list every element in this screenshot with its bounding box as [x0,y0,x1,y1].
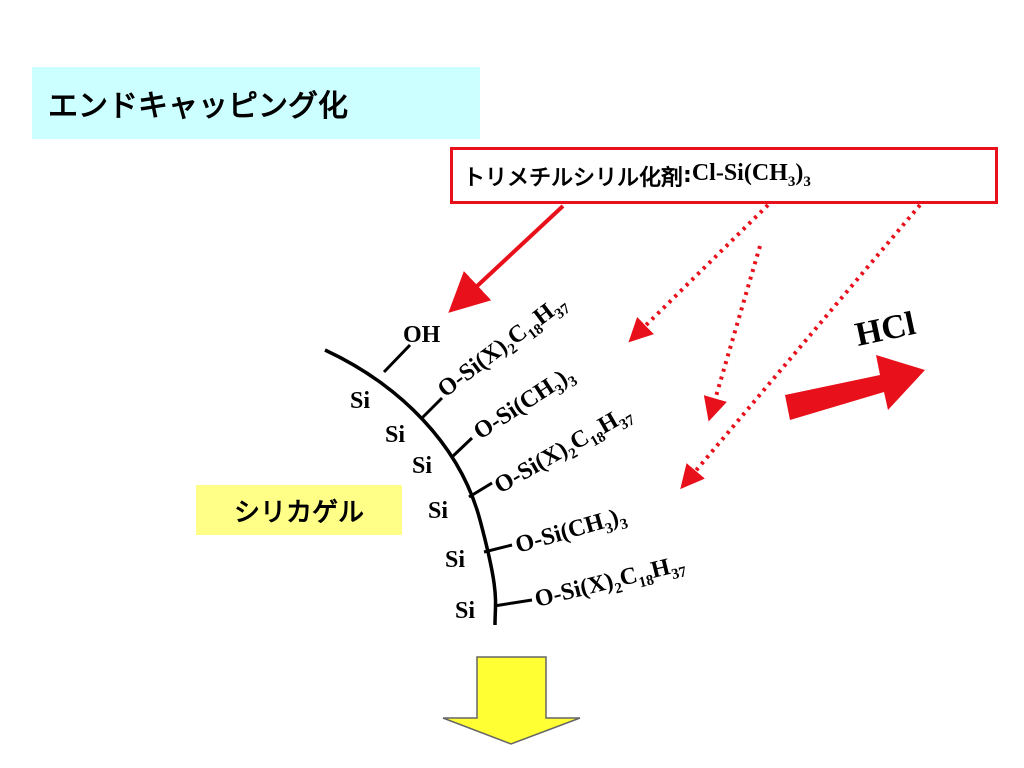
bond [420,396,444,420]
reaction-arrow-dotted [703,245,762,422]
reagent-formula: Cl-Si(CH3)3 [691,160,811,190]
reagent-separator: : [683,163,692,188]
reagent-box: トリメチルシリル化剤:Cl-Si(CH3)3 [450,147,998,204]
si-label: Si [445,547,465,573]
reagent-label: トリメチルシリル化剤 [463,165,684,191]
surface-group-tms: O-Si(CH3)3 [512,502,630,562]
si-label: Si [385,422,405,448]
reaction-arrow-dotted [628,203,770,343]
page-title: エンドキャッピング化 [32,67,480,139]
byproduct-label: HCl [852,305,919,354]
si-label: Si [428,498,448,524]
bond [450,436,474,459]
bond [468,481,493,499]
byproduct-release-arrow [785,355,925,420]
bond [483,543,513,554]
reaction-arrow-solid [448,204,565,313]
hydroxyl-label: OH [403,322,441,348]
oh-bond [382,343,412,374]
si-label: Si [455,598,475,624]
silica-surface-curve [324,348,498,626]
silica-gel-label: シリカゲル [196,485,402,535]
bond [493,598,533,608]
surface-group-c18: O-Si(X)2C18H37 [532,550,689,616]
down-arrow [442,656,581,745]
si-label: Si [412,453,432,479]
si-label: Si [350,388,370,414]
